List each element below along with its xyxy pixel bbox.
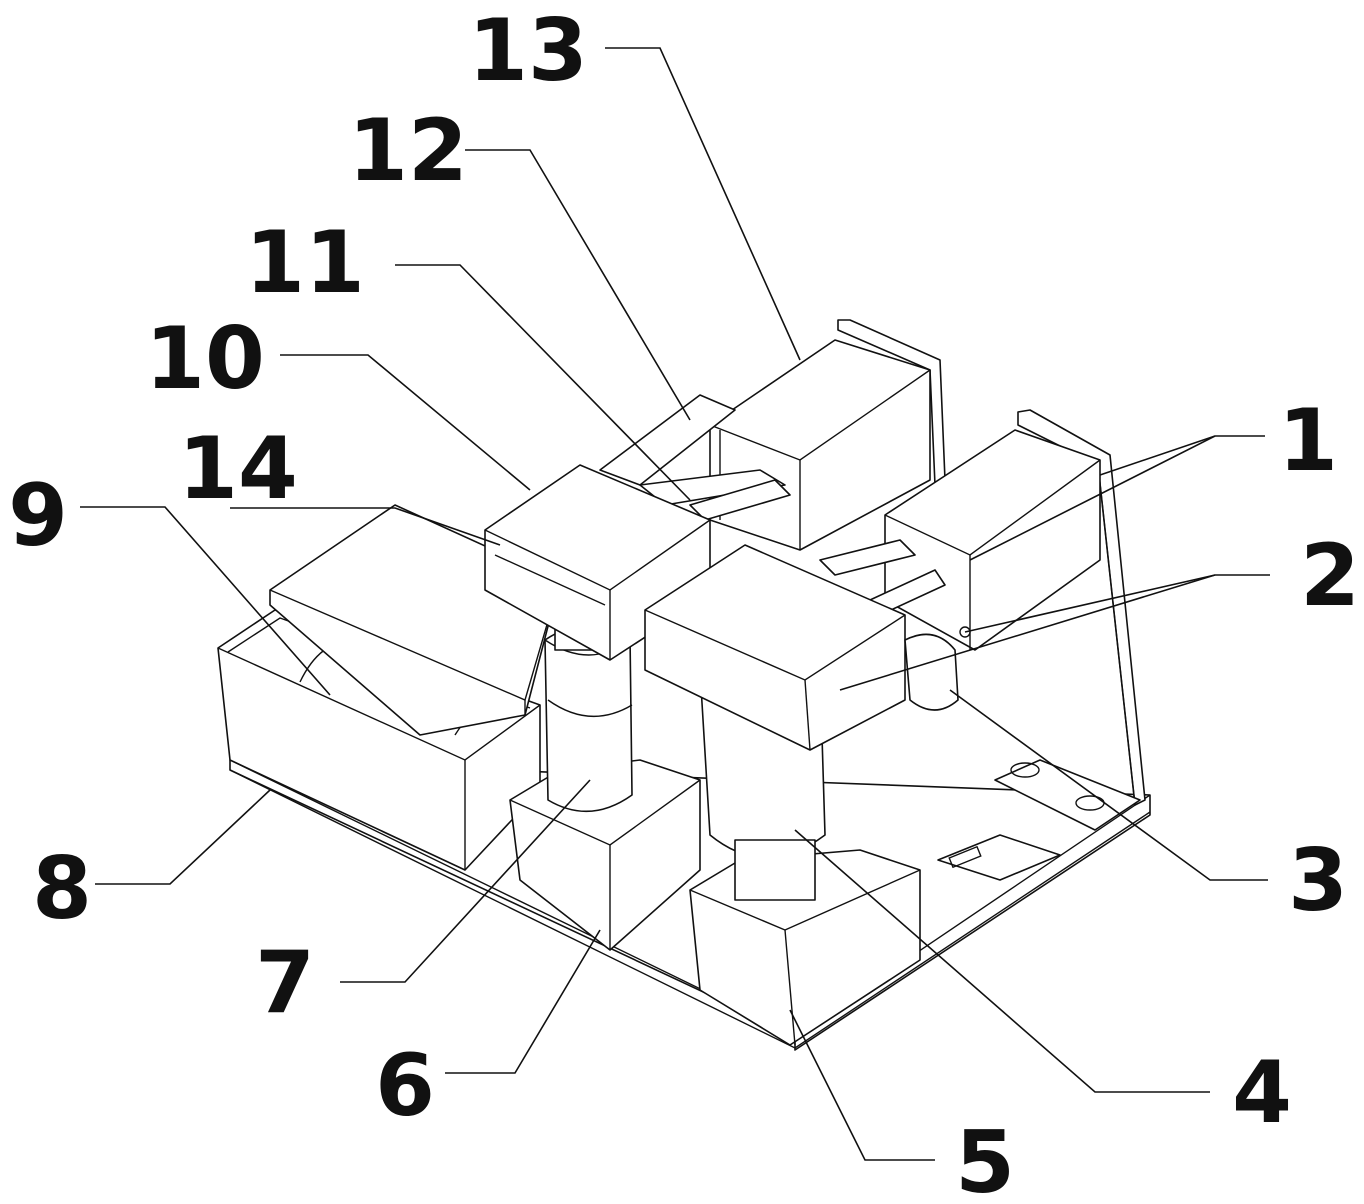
leader-11	[395, 264, 691, 501]
callout-3: 3	[1288, 831, 1348, 931]
side-pulley	[904, 626, 971, 711]
callout-10: 10	[145, 309, 265, 409]
leader-7	[340, 779, 591, 983]
leader-14	[230, 507, 501, 546]
callout-5: 5	[955, 1113, 1015, 1204]
callout-12: 12	[348, 101, 468, 201]
callout-6: 6	[375, 1036, 435, 1136]
callout-8: 8	[32, 839, 92, 939]
callout-9: 9	[8, 466, 68, 566]
leader-10	[280, 354, 531, 491]
leader-8	[95, 789, 271, 885]
right-housing	[884, 429, 1101, 651]
leader-13	[605, 47, 801, 361]
callout-1: 1	[1278, 391, 1338, 491]
mounting-feet	[937, 759, 1141, 881]
leader-2b	[839, 574, 1216, 691]
leader-4	[794, 829, 1210, 1093]
leader-12	[465, 149, 691, 421]
center-top-cap	[644, 544, 906, 751]
callout-labels: 1 2 3 4 5 6 7 8 9 10 11 12 13 14	[8, 1, 1360, 1204]
leader-9	[80, 506, 331, 696]
callout-13: 13	[468, 1, 588, 101]
leader-5	[789, 1009, 935, 1161]
callout-7: 7	[255, 933, 315, 1033]
callout-2: 2	[1300, 526, 1360, 626]
leader-3	[949, 689, 1268, 881]
callout-11: 11	[245, 213, 365, 313]
callout-4: 4	[1232, 1043, 1292, 1143]
leader-lines	[80, 47, 1270, 1161]
callout-14: 14	[178, 419, 298, 519]
leader-1b	[1099, 435, 1216, 476]
leader-6	[445, 929, 601, 1074]
guide-rods	[599, 394, 946, 616]
